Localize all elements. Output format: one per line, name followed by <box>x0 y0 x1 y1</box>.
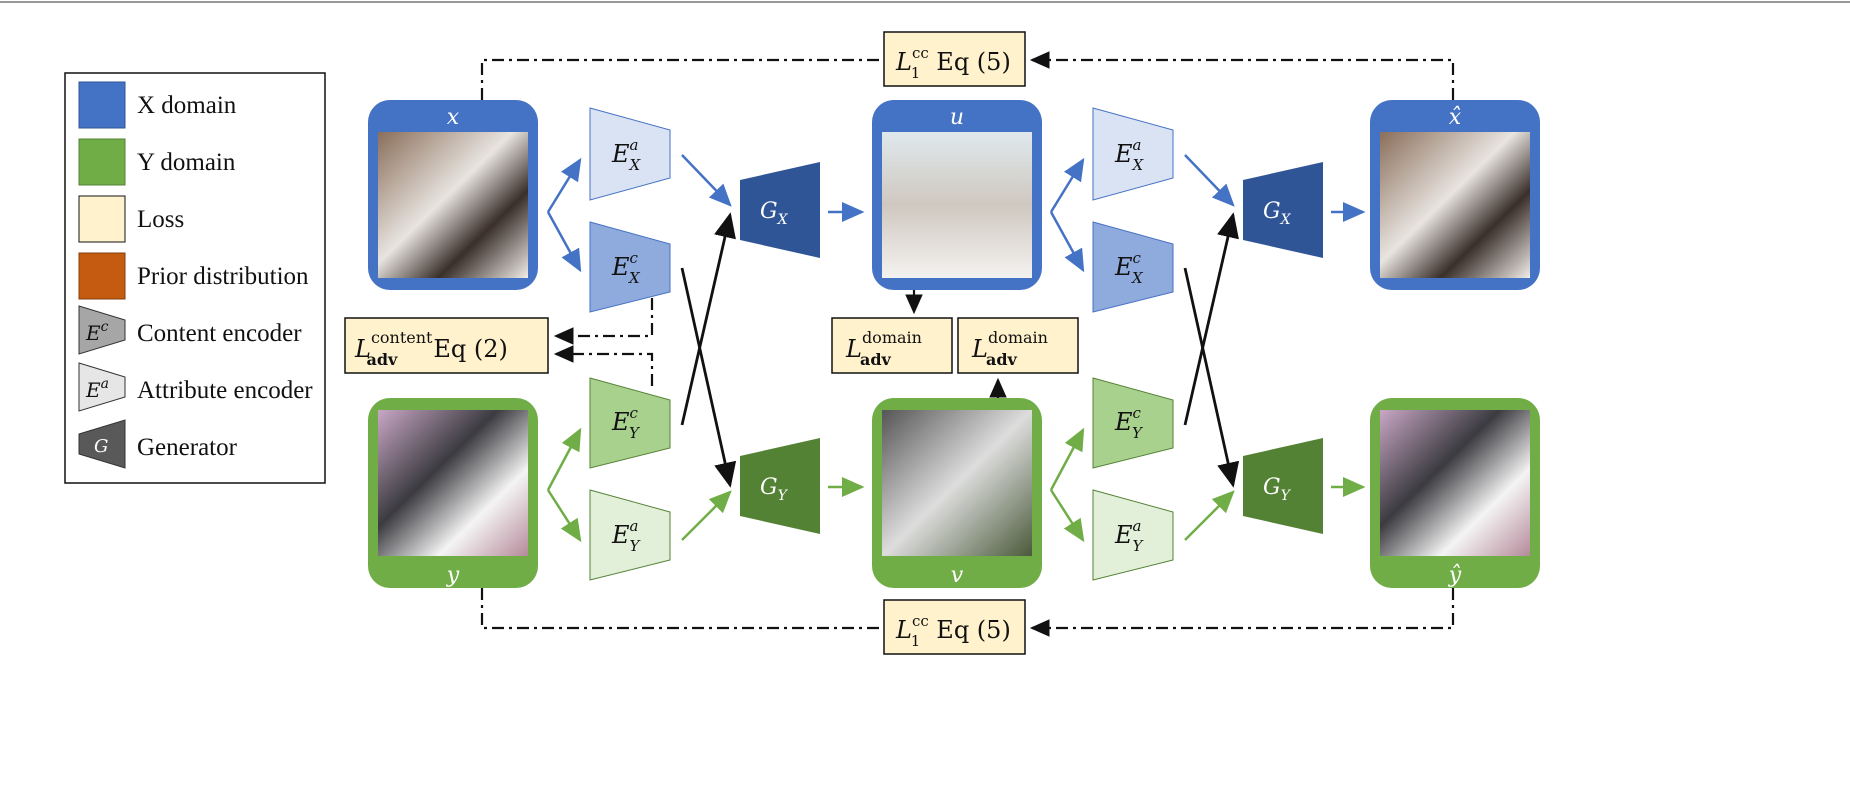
legend-symbol: Ec <box>85 319 109 345</box>
legend-symbol: Ea <box>85 376 109 402</box>
generator-label: GX <box>1263 199 1292 228</box>
image-label: v <box>951 563 964 588</box>
generator-label: GY <box>1263 475 1292 504</box>
content-encoder-y <box>589 377 671 469</box>
attribute-encoder-icon <box>78 362 126 412</box>
generator-label: GX <box>760 199 789 228</box>
generator-label: GY <box>760 475 789 504</box>
content-encoder-x <box>1092 221 1174 313</box>
legend-label: Generator <box>137 434 238 461</box>
content-loss-path-y <box>553 345 654 386</box>
image-label: ŷ <box>1448 563 1462 588</box>
cc-top-path-left <box>480 58 880 100</box>
attribute-encoder-x <box>1092 107 1174 201</box>
image-y-hat: ŷ <box>1370 398 1540 588</box>
x-domain-swatch <box>78 81 126 129</box>
legend: X domain Y domain Loss Prior distributio… <box>64 72 326 484</box>
image-x: x <box>368 100 538 290</box>
cat-photo <box>882 132 1032 278</box>
content-encoder-y <box>1092 377 1174 469</box>
image-y: y <box>368 398 538 588</box>
cat-photo <box>378 132 528 278</box>
legend-label: Attribute encoder <box>137 377 313 404</box>
content-encoder-icon <box>78 305 126 355</box>
legend-label: Prior distribution <box>137 263 309 290</box>
cc-top-path-right <box>1029 51 1455 100</box>
image-label: y <box>446 563 460 588</box>
legend-symbol: G <box>94 436 108 457</box>
content-loss-path-x <box>553 298 654 345</box>
image-v: v <box>872 398 1042 588</box>
image-label: x̂ <box>1449 105 1462 130</box>
husky-photo <box>378 410 528 556</box>
image-x-hat: x̂ <box>1370 100 1540 290</box>
legend-label: Content encoder <box>137 320 302 347</box>
generator-y <box>1243 438 1323 534</box>
image-label: u <box>950 105 964 130</box>
generator-x <box>740 162 820 258</box>
attribute-encoder-y <box>1092 489 1174 581</box>
legend-label: Loss <box>137 206 184 233</box>
image-label: x <box>447 105 460 130</box>
content-encoder-x <box>589 221 671 313</box>
cc-bottom-path-right <box>1029 588 1455 637</box>
legend-label: X domain <box>137 92 237 119</box>
husky-photo <box>1380 410 1530 556</box>
loss-swatch <box>78 195 126 243</box>
generator-y <box>740 438 820 534</box>
attribute-encoder-x <box>589 107 671 201</box>
attribute-encoder-y <box>589 489 671 581</box>
husky-photo <box>882 410 1032 556</box>
generator-x <box>1243 162 1323 258</box>
image-u: u <box>872 100 1042 290</box>
cc-bottom-path-left <box>480 588 880 630</box>
y-domain-swatch <box>78 138 126 186</box>
legend-label: Y domain <box>137 149 236 176</box>
prior-swatch <box>78 252 126 300</box>
generator-icon <box>78 419 126 469</box>
cat-photo <box>1380 132 1530 278</box>
